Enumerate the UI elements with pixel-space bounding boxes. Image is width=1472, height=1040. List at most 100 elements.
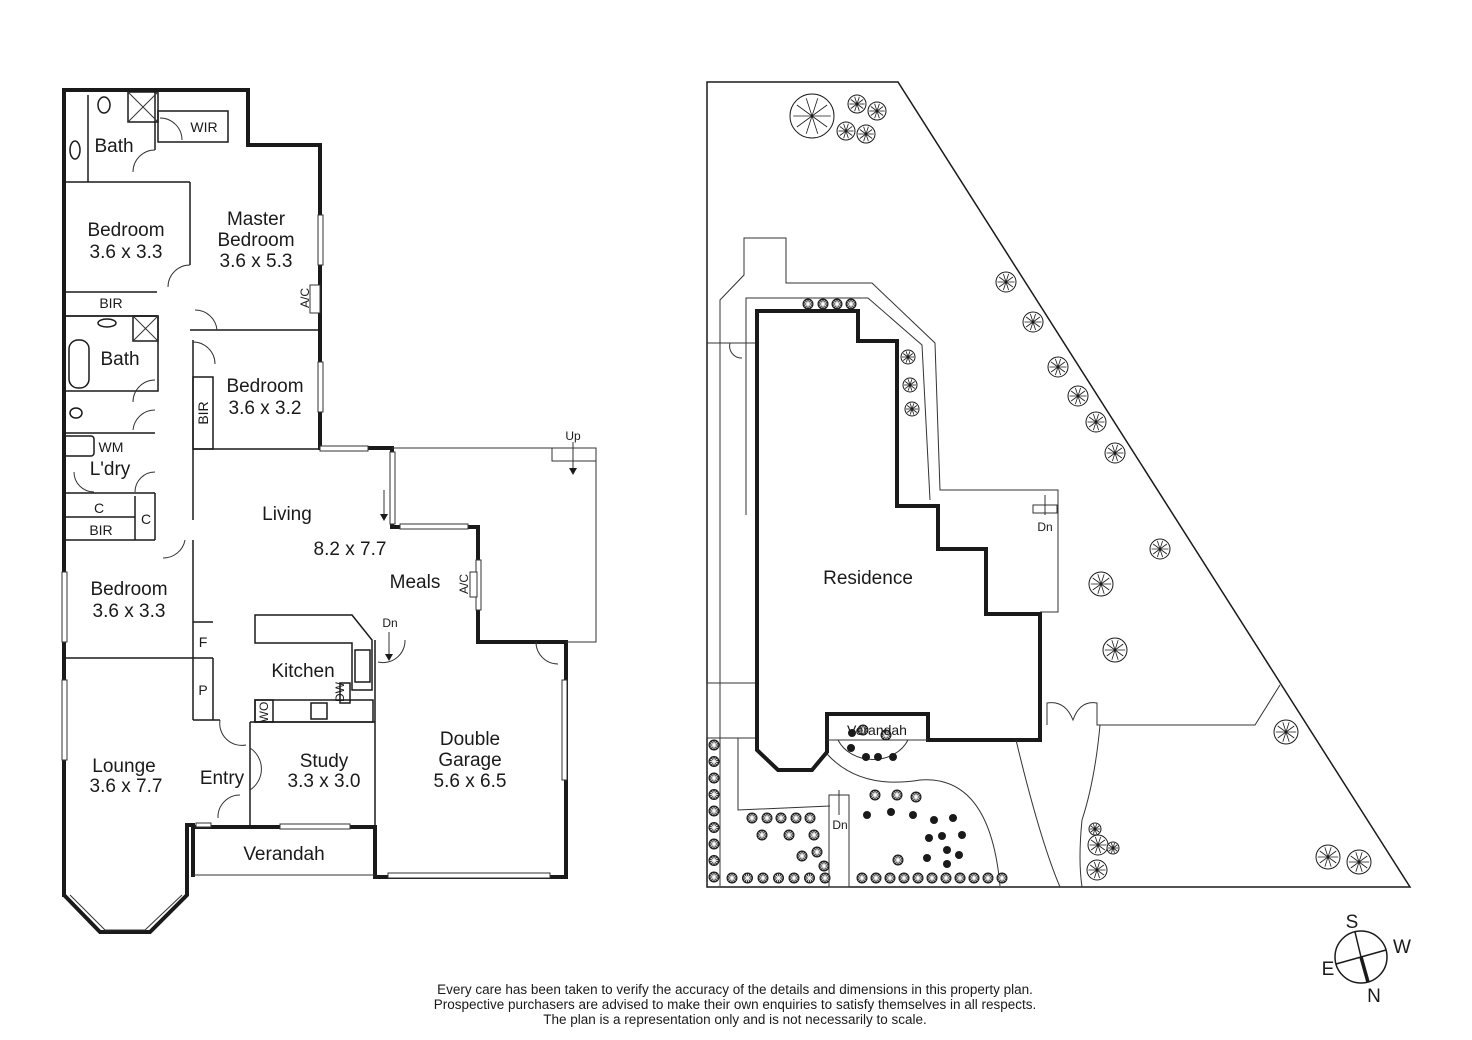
shrub-icon xyxy=(708,871,720,883)
label-cupboard: C xyxy=(94,500,104,516)
room-label-meals: Meals xyxy=(390,572,441,593)
shrub-icon xyxy=(870,872,882,884)
tree-icon xyxy=(836,121,856,141)
tree-icon xyxy=(1085,411,1107,433)
window xyxy=(317,214,324,266)
tree-icon xyxy=(995,271,1017,293)
sink-icon xyxy=(354,649,371,683)
disclaimer: Every care has been taken to verify the … xyxy=(0,982,1472,1027)
shrub-icon xyxy=(847,744,855,752)
shrub-icon xyxy=(708,789,720,800)
label-fridge: F xyxy=(199,634,208,650)
label-dishwasher: DW xyxy=(333,681,347,702)
compass-e: E xyxy=(1322,959,1335,980)
shrub-icon xyxy=(891,789,903,801)
shrub-icon xyxy=(761,812,773,824)
shrub-icon xyxy=(783,829,795,841)
residence-outline xyxy=(755,309,1042,772)
shrub-icon xyxy=(955,851,963,859)
room-label-bir: BIR xyxy=(99,295,122,311)
room-dims: 3.6 x 3.3 xyxy=(90,242,163,263)
shrub-icon xyxy=(925,834,933,842)
shrub-icon xyxy=(884,872,896,884)
room-label-bedroom: Bedroom xyxy=(87,220,164,241)
shrub-icon xyxy=(788,872,800,884)
shrub-icon xyxy=(949,814,957,822)
shrub-icon xyxy=(708,739,720,751)
shrub-icon xyxy=(857,724,869,736)
label-down: Dn xyxy=(832,818,847,832)
cooktop-icon xyxy=(310,702,328,720)
site-plan xyxy=(706,81,1412,888)
room-dims: 8.2 x 7.7 xyxy=(314,539,387,560)
shrub-icon xyxy=(943,860,951,868)
tree-icon xyxy=(1273,719,1299,745)
label-down: Dn xyxy=(382,616,397,630)
shrub-icon xyxy=(831,298,843,310)
floor-plan xyxy=(61,88,597,934)
room-label-lounge: Lounge xyxy=(92,756,155,777)
shrub-icon xyxy=(802,298,814,310)
room-label-master: Master xyxy=(227,209,286,230)
room-label-laundry: L'dry xyxy=(90,459,131,480)
ac-unit xyxy=(309,284,321,314)
shrub-icon xyxy=(819,872,831,884)
tree-icon xyxy=(1086,859,1108,881)
shrub-icon xyxy=(708,855,720,866)
shrub-icon xyxy=(923,854,931,862)
room-dims: 5.6 x 6.5 xyxy=(434,771,507,792)
label-pantry: P xyxy=(198,682,207,698)
bathtub-icon xyxy=(68,339,90,389)
tree-icon xyxy=(902,377,918,393)
shrub-icon xyxy=(811,846,823,858)
label-down: Dn xyxy=(1037,520,1052,534)
exterior-wall xyxy=(62,88,568,934)
shrub-icon xyxy=(982,872,994,884)
room-label-bedroom: Bedroom xyxy=(226,376,303,397)
tree-icon xyxy=(856,124,876,144)
disclaimer-line: Every care has been taken to verify the … xyxy=(437,982,1033,997)
shrub-icon xyxy=(746,812,758,824)
room-dims: 3.6 x 5.3 xyxy=(220,251,293,272)
room-dims: 3.3 x 3.0 xyxy=(288,771,361,792)
shrub-icon xyxy=(912,872,924,884)
label-residence: Residence xyxy=(823,568,913,589)
room-labels: Bath WIR Bedroom 3.6 x 3.3 Master Bedroo… xyxy=(87,119,581,865)
room-label-living: Living xyxy=(262,504,312,525)
shrub-icon xyxy=(818,860,830,872)
compass-s: S xyxy=(1346,912,1359,933)
shrub-icon xyxy=(845,298,857,310)
tree-icon xyxy=(789,93,835,139)
shrub-icon xyxy=(790,812,802,824)
room-label-kitchen: Kitchen xyxy=(271,661,334,682)
shrub-icon xyxy=(804,812,816,824)
basin-icon xyxy=(69,140,81,160)
shrub-icon xyxy=(996,872,1008,884)
shrub-icon xyxy=(804,872,815,884)
tree-icon xyxy=(1104,442,1126,464)
tree-icon xyxy=(1088,822,1102,836)
compass-n: N xyxy=(1367,986,1381,1007)
shrub-icon xyxy=(869,789,881,801)
shrub-icon xyxy=(887,808,895,816)
room-label-master-2: Bedroom xyxy=(217,230,294,251)
tree-icon xyxy=(1102,637,1128,663)
tree-icon xyxy=(867,101,887,121)
shrub-icon xyxy=(848,729,856,737)
room-label-wir: WIR xyxy=(190,119,217,135)
room-dims: 3.6 x 3.2 xyxy=(229,398,302,419)
tree-icon xyxy=(847,94,867,114)
shrub-icon xyxy=(808,829,820,841)
shrub-icon xyxy=(775,812,787,824)
shrub-icon xyxy=(940,872,952,884)
toilet-icon xyxy=(69,407,83,419)
room-label-bath: Bath xyxy=(94,136,133,157)
shrub-icon xyxy=(708,772,720,784)
room-label-entry: Entry xyxy=(200,768,245,789)
compass-ew-line xyxy=(1335,949,1387,965)
shrub-icon xyxy=(756,829,768,841)
wir-box xyxy=(157,110,229,143)
shrub-icon xyxy=(773,872,784,884)
room-label-garage-2: Garage xyxy=(438,750,501,771)
label-site-verandah: Verandah xyxy=(847,722,907,738)
